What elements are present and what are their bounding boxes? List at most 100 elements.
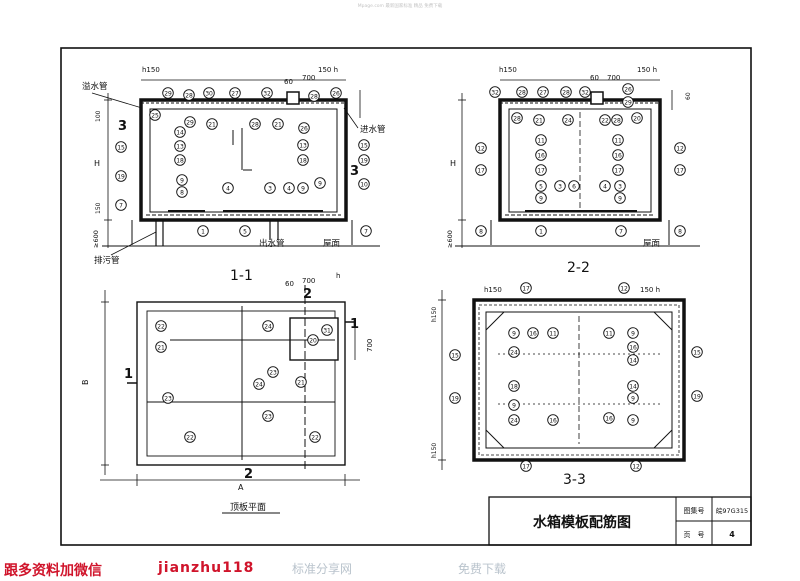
svg-text:22: 22 — [157, 323, 165, 330]
svg-text:24: 24 — [510, 417, 518, 424]
sheet-border — [60, 47, 752, 546]
page-number-label: 页 号 — [684, 531, 705, 539]
svg-text:19: 19 — [360, 157, 368, 164]
svg-text:28: 28 — [562, 89, 570, 96]
svg-text:8: 8 — [479, 228, 483, 235]
svg-text:18: 18 — [176, 157, 184, 164]
svg-text:18: 18 — [510, 383, 518, 390]
svg-text:29: 29 — [186, 119, 194, 126]
bubbles-top-plan: 22 24 31 20 21 23 24 21 23 23 22 22 — [155, 320, 333, 443]
bubbles-1-1: 29 28 30 27 32 28 26 25 29 21 28 21 26 1… — [115, 87, 372, 237]
svg-text:17: 17 — [614, 167, 622, 174]
svg-text:28: 28 — [185, 92, 193, 99]
svg-text:20: 20 — [633, 115, 641, 122]
svg-text:23: 23 — [164, 395, 172, 402]
svg-text:28: 28 — [310, 93, 318, 100]
dim-h150-1: h150 — [142, 66, 160, 74]
svg-text:31: 31 — [323, 327, 331, 334]
svg-text:9: 9 — [539, 195, 543, 202]
svg-text:19: 19 — [693, 393, 701, 400]
svg-text:7: 7 — [619, 228, 623, 235]
dim-700-vertical: 700 — [366, 339, 374, 352]
svg-text:17: 17 — [676, 167, 684, 174]
section-3-3 — [438, 290, 686, 470]
svg-text:12: 12 — [477, 145, 485, 152]
svg-text:17: 17 — [522, 463, 530, 470]
svg-text:9: 9 — [631, 417, 635, 424]
svg-text:9: 9 — [631, 395, 635, 402]
svg-text:26: 26 — [624, 86, 632, 93]
dim-h150-3-bottom: h150 — [431, 443, 438, 458]
label-outlet-pipe: 出水管 — [259, 238, 285, 249]
dim-h150-3-left: h150 — [431, 307, 438, 322]
dim-h150-3: h150 — [484, 286, 502, 294]
svg-text:9: 9 — [512, 402, 516, 409]
svg-text:12: 12 — [676, 145, 684, 152]
title-block — [488, 496, 752, 546]
svg-text:15: 15 — [360, 142, 368, 149]
svg-text:1: 1 — [201, 228, 205, 235]
svg-text:29: 29 — [624, 99, 632, 106]
svg-text:3: 3 — [618, 183, 622, 190]
svg-text:11: 11 — [549, 330, 557, 337]
svg-text:27: 27 — [231, 90, 239, 97]
view-title-2-2: 2-2 — [567, 260, 590, 276]
svg-text:8: 8 — [678, 228, 682, 235]
dim-b-label: B — [81, 380, 90, 386]
svg-text:9: 9 — [618, 195, 622, 202]
svg-text:17: 17 — [537, 167, 545, 174]
svg-text:20: 20 — [309, 337, 317, 344]
label-drain-pipe: 排污管 — [94, 255, 120, 266]
svg-text:4: 4 — [603, 183, 607, 190]
svg-text:5: 5 — [539, 183, 543, 190]
svg-text:7: 7 — [119, 202, 123, 209]
dim-h150-2: h150 — [499, 66, 517, 74]
svg-text:22: 22 — [601, 117, 609, 124]
svg-text:9: 9 — [301, 185, 305, 192]
svg-text:18: 18 — [299, 157, 307, 164]
cut-mark-1-left: 1 — [124, 367, 133, 382]
dim-h-1: H — [94, 159, 100, 168]
dim-h-2: H — [450, 159, 456, 168]
svg-text:23: 23 — [264, 413, 272, 420]
watermark-wechat-text: 跟多资料加微信 — [4, 563, 102, 579]
svg-text:14: 14 — [629, 383, 637, 390]
watermark-site: 标准分享网 — [292, 562, 353, 576]
label-inlet-pipe: 进水管 — [360, 124, 386, 135]
svg-text:19: 19 — [117, 173, 125, 180]
svg-text:16: 16 — [529, 330, 537, 337]
svg-text:11: 11 — [537, 137, 545, 144]
svg-text:15: 15 — [693, 349, 701, 356]
svg-text:24: 24 — [264, 323, 272, 330]
svg-text:8: 8 — [180, 189, 184, 196]
dim-700-2: 700 — [607, 74, 620, 82]
svg-text:1: 1 — [539, 228, 543, 235]
svg-text:27: 27 — [539, 89, 547, 96]
dim-150h-1: 150 h — [318, 66, 338, 74]
dim-60-plan: 60 — [285, 280, 294, 288]
atlas-number-value: 皖97G315 — [716, 506, 748, 515]
top-slab-plan — [100, 285, 360, 486]
svg-text:22: 22 — [186, 434, 194, 441]
svg-text:16: 16 — [605, 415, 613, 422]
view-title-1-1: 1-1 — [230, 268, 253, 284]
svg-text:21: 21 — [297, 379, 305, 386]
svg-text:32: 32 — [581, 89, 589, 96]
cut-mark-2-top: 2 — [303, 287, 312, 302]
svg-text:5: 5 — [243, 228, 247, 235]
svg-text:15: 15 — [451, 352, 459, 359]
page-number-value: 4 — [729, 530, 735, 539]
svg-text:23: 23 — [269, 369, 277, 376]
bubbles-2-2: 32 28 27 28 32 26 29 28 21 24 22 28 20 1… — [475, 83, 686, 237]
svg-text:3: 3 — [558, 183, 562, 190]
svg-text:28: 28 — [518, 89, 526, 96]
dim-700-1: 700 — [302, 74, 315, 82]
svg-text:28: 28 — [613, 117, 621, 124]
dim-ge600-1: ≥600 — [92, 230, 100, 248]
dim-60-1: 60 — [284, 78, 293, 86]
svg-text:21: 21 — [274, 121, 282, 128]
svg-text:10: 10 — [360, 181, 368, 188]
svg-text:11: 11 — [605, 330, 613, 337]
svg-text:4: 4 — [226, 185, 230, 192]
